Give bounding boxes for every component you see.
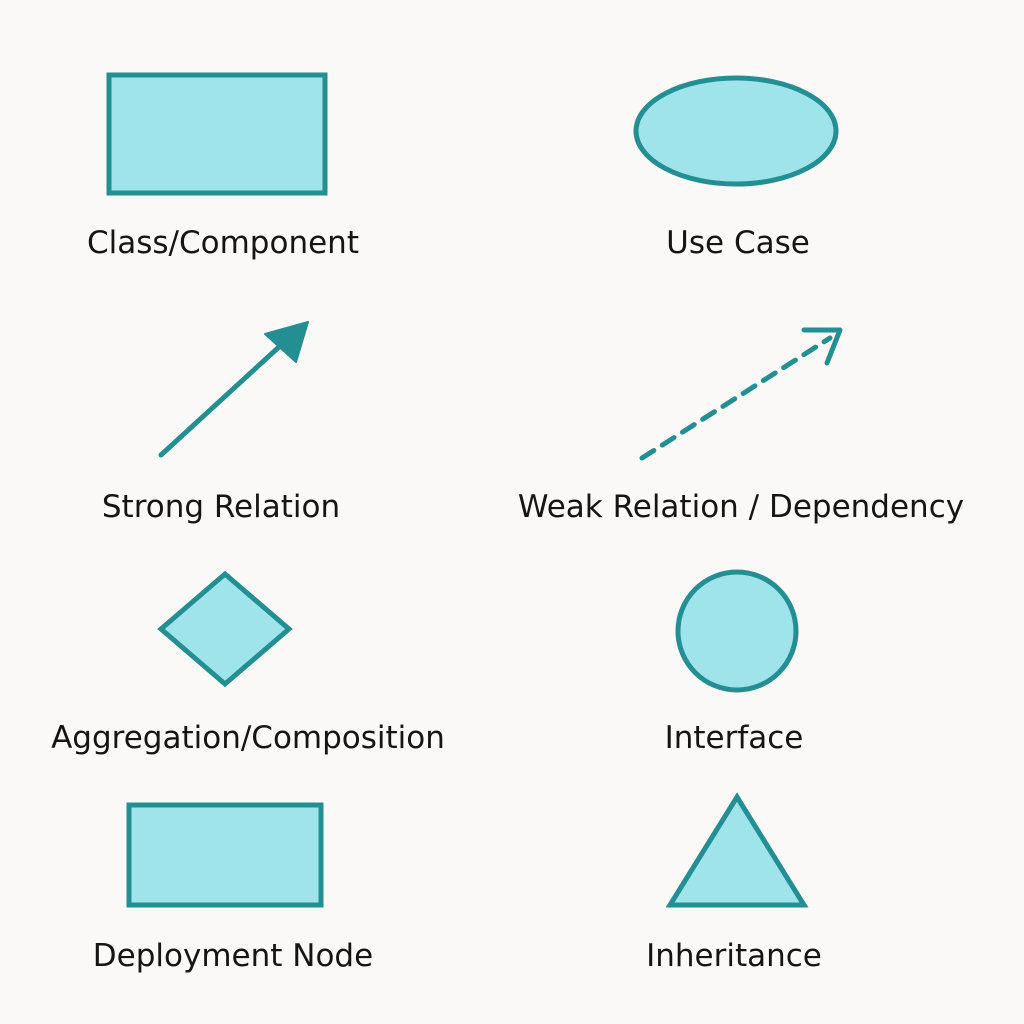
- label-deployment-node: Deployment Node: [92, 938, 374, 974]
- diamond-icon: [157, 570, 293, 688]
- rectangle-icon: [126, 802, 324, 908]
- dashed-arrow-icon: [639, 327, 843, 461]
- label-interface: Interface: [664, 720, 804, 756]
- label-use-case: Use Case: [666, 225, 810, 261]
- solid-arrow-icon: [158, 321, 309, 458]
- label-inheritance: Inheritance: [646, 938, 822, 974]
- label-class-component: Class/Component: [87, 225, 359, 261]
- ellipse-icon: [633, 75, 839, 187]
- triangle-icon: [665, 792, 809, 908]
- circle-icon: [675, 569, 799, 693]
- rectangle-icon: [106, 72, 328, 196]
- label-weak-relation: Weak Relation / Dependency: [517, 489, 965, 525]
- label-aggregation-composition: Aggregation/Composition: [51, 720, 445, 756]
- label-strong-relation: Strong Relation: [101, 489, 341, 525]
